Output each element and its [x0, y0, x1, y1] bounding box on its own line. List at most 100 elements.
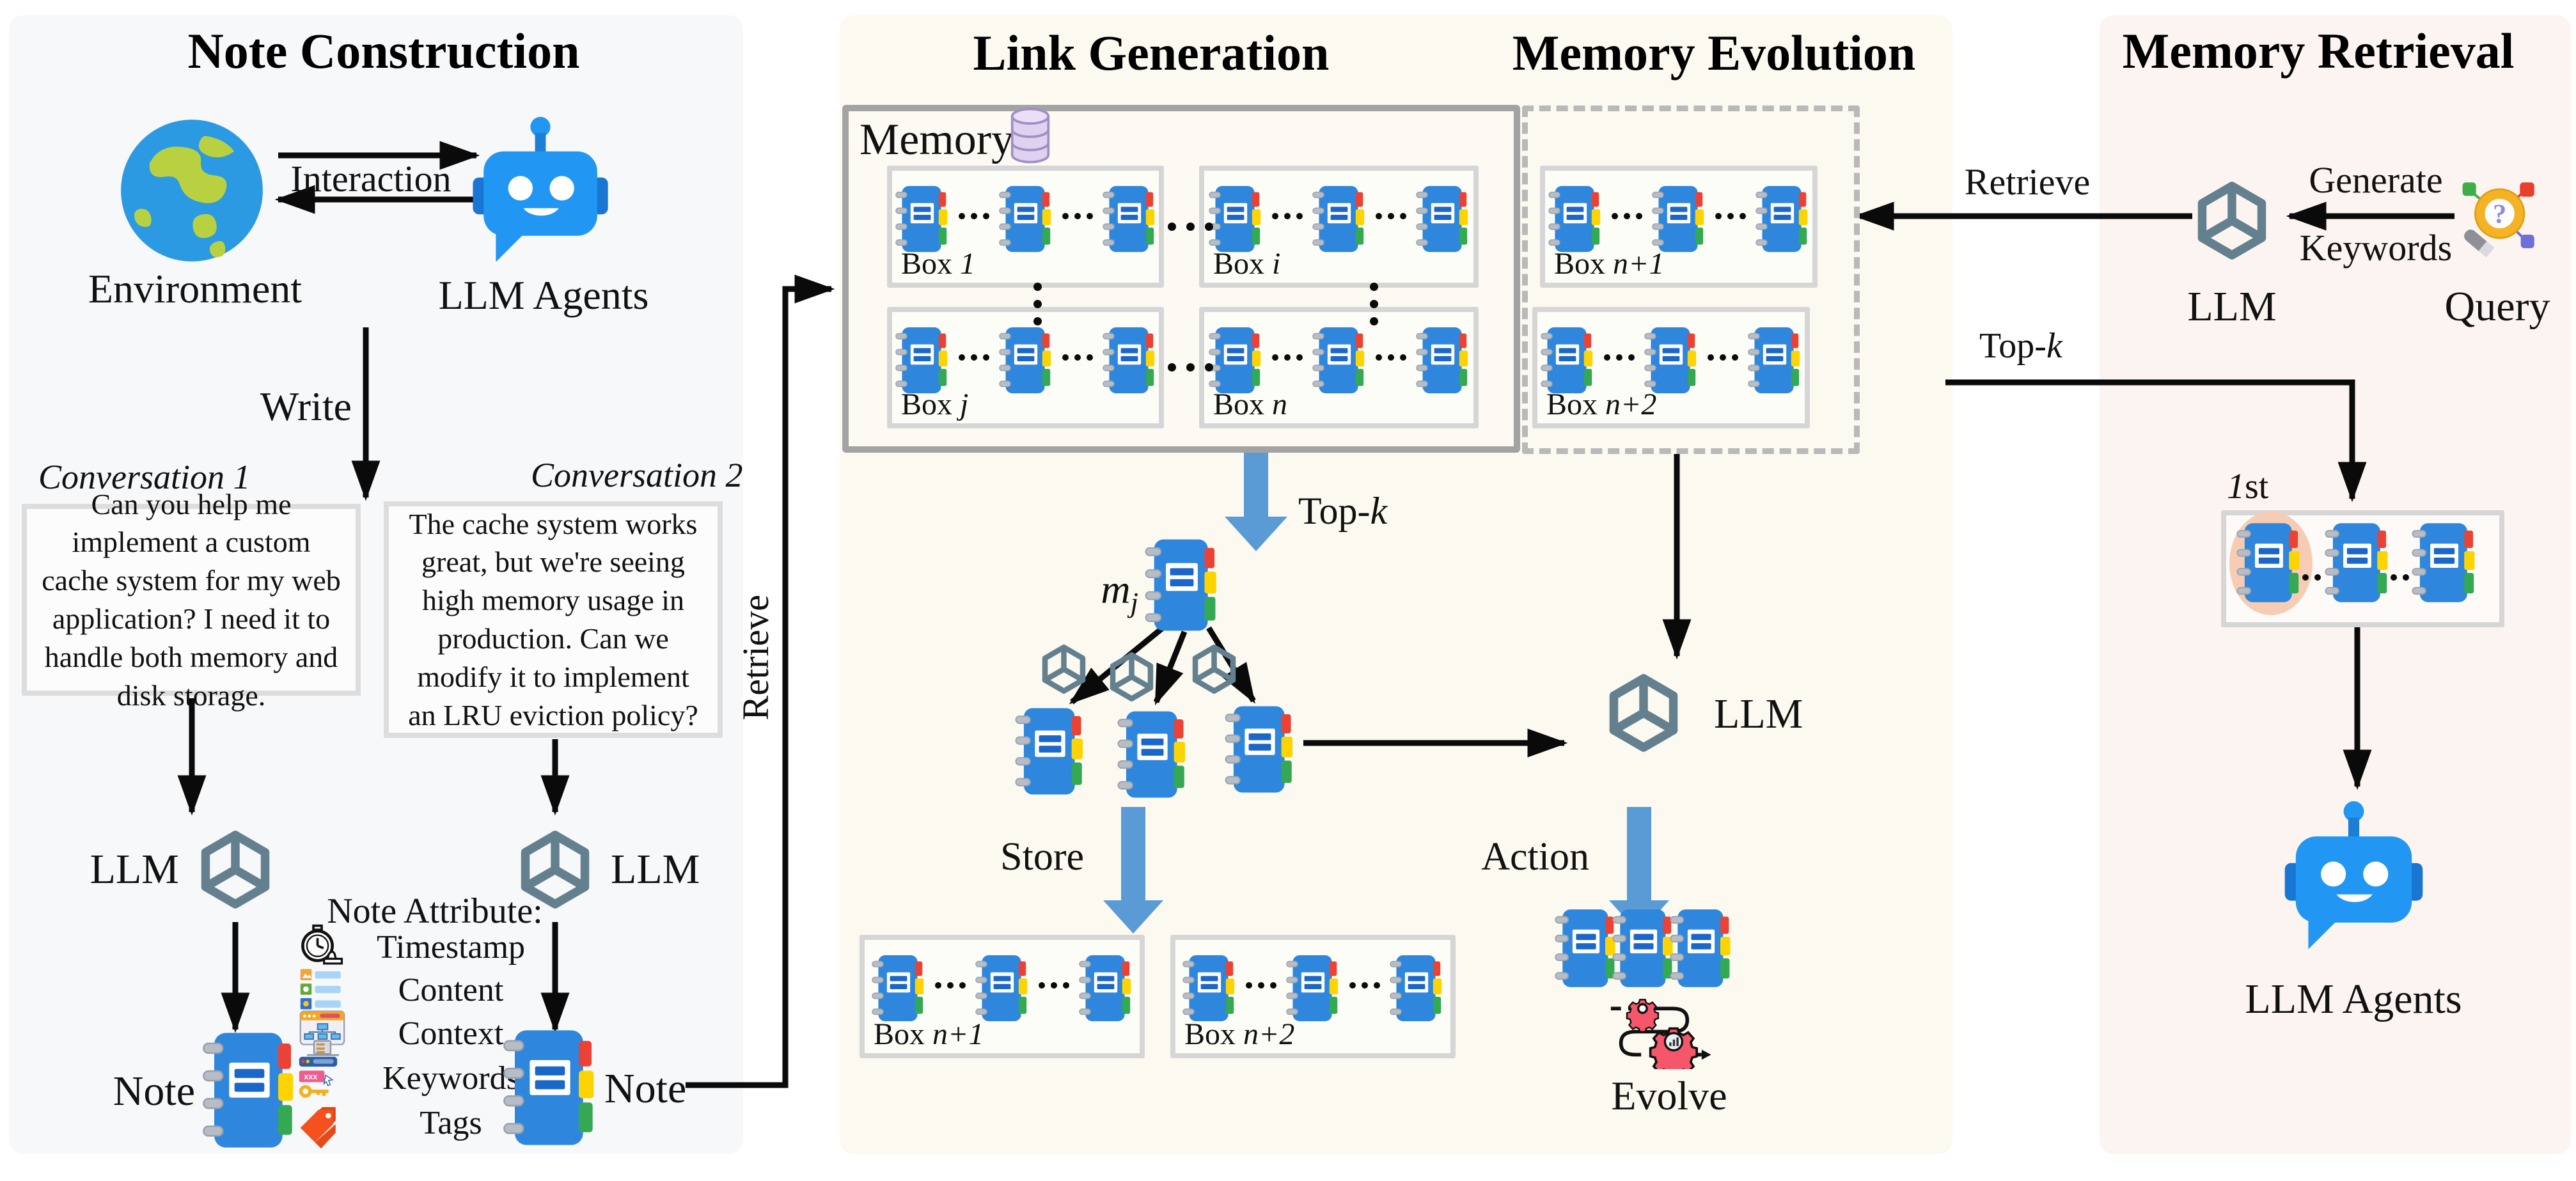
- notebook-icon: [998, 326, 1053, 394]
- linked-notebook-icon-1: [1014, 707, 1086, 796]
- box-n1-label: Box n+1: [1554, 247, 1665, 281]
- link-dots: [1715, 213, 1746, 219]
- topk-center-label: Top-k: [1298, 490, 1388, 532]
- conversation1-box: Can you help me implement a custom cache…: [22, 488, 361, 712]
- context-icon: [298, 1009, 347, 1056]
- mj-label: mj: [1101, 567, 1138, 618]
- generate-label: Generate: [2309, 159, 2443, 201]
- notebook-icon: [895, 326, 950, 394]
- link-dots: [1375, 354, 1406, 361]
- notebook-icon: [895, 185, 950, 253]
- svg-text:xxx: xxx: [304, 1072, 317, 1081]
- notebook-icon: [1747, 326, 1802, 394]
- notebook-icon: [1312, 185, 1367, 253]
- evolution-llm-icon: [1596, 665, 1692, 761]
- link-dots: [1612, 213, 1642, 219]
- row-ellipsis: [1168, 363, 1213, 372]
- box-i-label: Box i: [1213, 247, 1281, 281]
- link-dots: [958, 354, 989, 361]
- conversation2-box: The cache system works great, but we're …: [384, 501, 723, 738]
- keywords-label: Keywords: [2299, 227, 2453, 269]
- notebook-icon: [1208, 185, 1263, 253]
- attr-keywords-label: Keywords: [382, 1060, 519, 1097]
- evolve-notebook-icon-2: [1612, 908, 1676, 989]
- attr-content-label: Content: [398, 972, 504, 1008]
- evolution-box-n2: Box n+2: [1532, 307, 1810, 428]
- result-notebook-icon-3: [2411, 522, 2478, 604]
- link-dots: [1271, 354, 1303, 361]
- notebook-icon: [1755, 185, 1810, 253]
- linked-notebook-icon-2: [1117, 710, 1188, 799]
- evolution-llm-label: LLM: [1714, 691, 1803, 737]
- note-notebook-icon-right: [502, 1028, 598, 1147]
- content-icon: [299, 967, 344, 1012]
- link-llm-icon-2: [1101, 646, 1162, 707]
- conversation1-text: Can you help me implement a custom cache…: [42, 487, 341, 712]
- result-notebook-icon-1: [2236, 522, 2302, 604]
- store-box-n1: Box n+1: [860, 935, 1145, 1058]
- robot-icon: [464, 110, 617, 263]
- llm-label-left: LLM: [90, 846, 179, 893]
- notebook-icon: [1415, 326, 1470, 394]
- llm-icon-left: [187, 822, 283, 918]
- notebook-icon: [1389, 954, 1444, 1022]
- memory-evolution-title: Memory Evolution: [1512, 25, 1916, 81]
- svg-text:?: ?: [2493, 199, 2506, 230]
- link-llm-icon-3: [1184, 639, 1245, 700]
- memory-box-1: Box 1: [887, 166, 1164, 288]
- llm-agents-label-right: LLM Agents: [2245, 976, 2462, 1022]
- notebook-icon: [998, 185, 1053, 253]
- retrieval-robot-icon: [2275, 794, 2432, 951]
- query-magnifier-icon: ?: [2456, 174, 2540, 258]
- memory-box-n: Box n: [1199, 307, 1479, 428]
- earth-icon: [116, 115, 267, 266]
- notebook-icon: [1078, 954, 1133, 1022]
- link-dots: [2302, 574, 2321, 581]
- link-dots: [935, 982, 966, 989]
- notebook-icon: [1102, 185, 1157, 253]
- link-dots: [1246, 982, 1276, 989]
- notebook-icon: [1285, 954, 1340, 1022]
- attr-context-label: Context: [398, 1015, 504, 1052]
- note-label-left: Note: [113, 1068, 195, 1115]
- environment-label: Environment: [88, 266, 302, 311]
- link-dots: [2391, 574, 2409, 581]
- store-label: Store: [1000, 835, 1084, 879]
- link-llm-icon-1: [1033, 639, 1094, 700]
- notebook-icon: [975, 954, 1030, 1022]
- notebook-icon: [1548, 185, 1603, 253]
- llm-icon-right: [507, 822, 603, 918]
- result-notebook-icon-2: [2324, 522, 2391, 604]
- link-dots: [1375, 213, 1406, 219]
- write-label: Write: [260, 384, 352, 429]
- attr-tags-label: Tags: [420, 1105, 482, 1141]
- notebook-icon: [1644, 326, 1699, 394]
- first-rank-label: 1st: [2227, 467, 2269, 506]
- conversation2-text: The cache system works great, but we're …: [408, 507, 698, 731]
- evolution-box-n1: Box n+1: [1540, 166, 1818, 288]
- notebook-icon: [1651, 185, 1706, 253]
- link-dots: [1039, 982, 1069, 989]
- evolve-notebook-icon-1: [1554, 908, 1618, 989]
- memory-box-i: Box i: [1199, 166, 1479, 288]
- conversation1-title: Conversation 1: [38, 458, 251, 496]
- store-box-n2: Box n+2: [1170, 935, 1456, 1058]
- link-dots: [1062, 213, 1093, 219]
- link-dots: [1349, 982, 1380, 989]
- timestamp-icon: [298, 923, 345, 971]
- linked-notebook-icon-3: [1224, 705, 1296, 794]
- box-n2-label: Box n+2: [1546, 387, 1657, 421]
- keywords-icon: xxx: [298, 1055, 344, 1102]
- retrieve-right-label: Retrieve: [1964, 161, 2091, 203]
- note-construction-title: Note Construction: [187, 23, 580, 79]
- interaction-label: Interaction: [290, 158, 452, 199]
- box-j-label: Box j: [901, 387, 969, 421]
- llm-agents-label-left: LLM Agents: [438, 272, 649, 318]
- store-box-n2-label: Box n+2: [1184, 1017, 1295, 1051]
- memory-retrieval-title: Memory Retrieval: [2122, 23, 2515, 79]
- link-dots: [1708, 354, 1738, 361]
- notebook-icon: [1182, 954, 1237, 1022]
- topk-right-label: Top-k: [1979, 326, 2062, 366]
- evolve-notebook-icon-3: [1669, 908, 1733, 989]
